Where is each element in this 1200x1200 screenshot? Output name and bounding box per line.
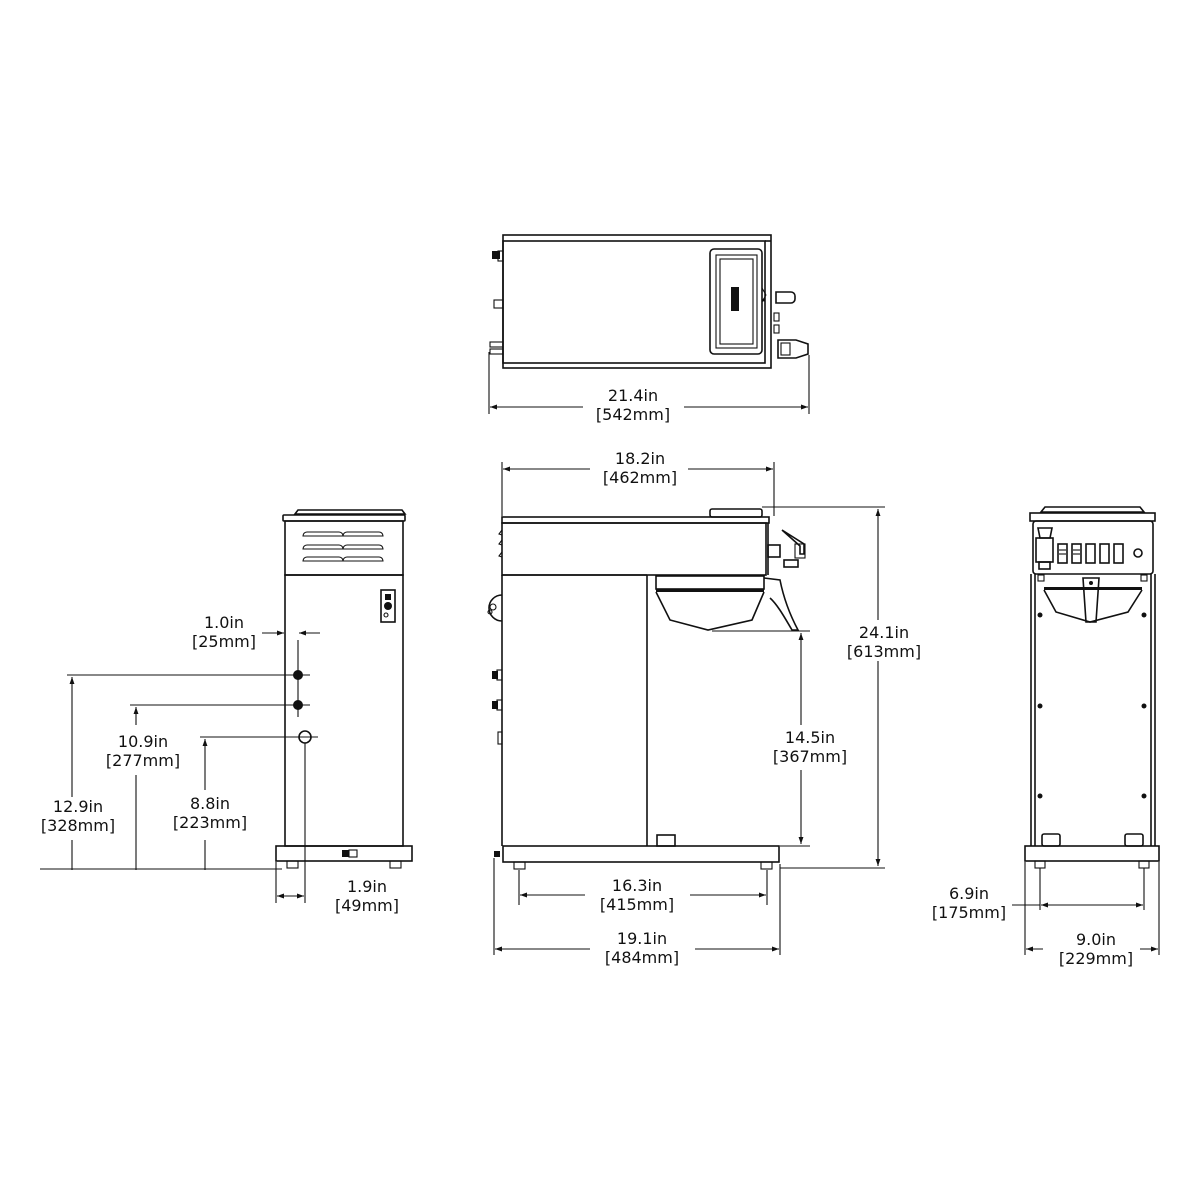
dim-label-fitting-offset: 1.0in [25mm] — [190, 613, 258, 651]
dim-label-fitting-height-lower: 8.8in [223mm] — [171, 794, 249, 832]
dim-label-foot-spacing-width: 6.9in [175mm] — [930, 884, 1008, 922]
dim-label-overall-width: 9.0in [229mm] — [1057, 930, 1135, 968]
left-side-view — [40, 509, 413, 903]
panel-screws — [1037, 612, 1147, 799]
dim-label-fitting-height-upper: 12.9in [328mm] — [39, 797, 117, 835]
front-view — [1012, 506, 1160, 955]
power-switch-plate — [380, 589, 396, 623]
top-control-panel — [709, 248, 767, 355]
water-inlet-icon — [492, 251, 500, 259]
dim-label-foot-spacing-depth: 16.3in [415mm] — [598, 876, 676, 914]
top-view — [488, 234, 810, 414]
dim-label-fitting-height-middle: 10.9in [277mm] — [104, 732, 182, 770]
front-control-panel — [1035, 527, 1143, 570]
brew-funnel — [655, 575, 800, 631]
side-elevation-view — [487, 462, 885, 955]
dim-label-top-depth: 21.4in [542mm] — [594, 386, 672, 424]
dim-label-overall-height: 24.1in [613mm] — [845, 623, 923, 661]
dim-label-body-depth: 18.2in [462mm] — [601, 449, 679, 487]
dim-label-base-depth: 19.1in [484mm] — [603, 929, 681, 967]
vent-slots — [302, 531, 384, 562]
dim-label-funnel-clearance: 14.5in [367mm] — [771, 728, 849, 766]
logo-mark-icon — [731, 287, 739, 311]
dim-label-base-overhang: 1.9in [49mm] — [333, 877, 401, 915]
